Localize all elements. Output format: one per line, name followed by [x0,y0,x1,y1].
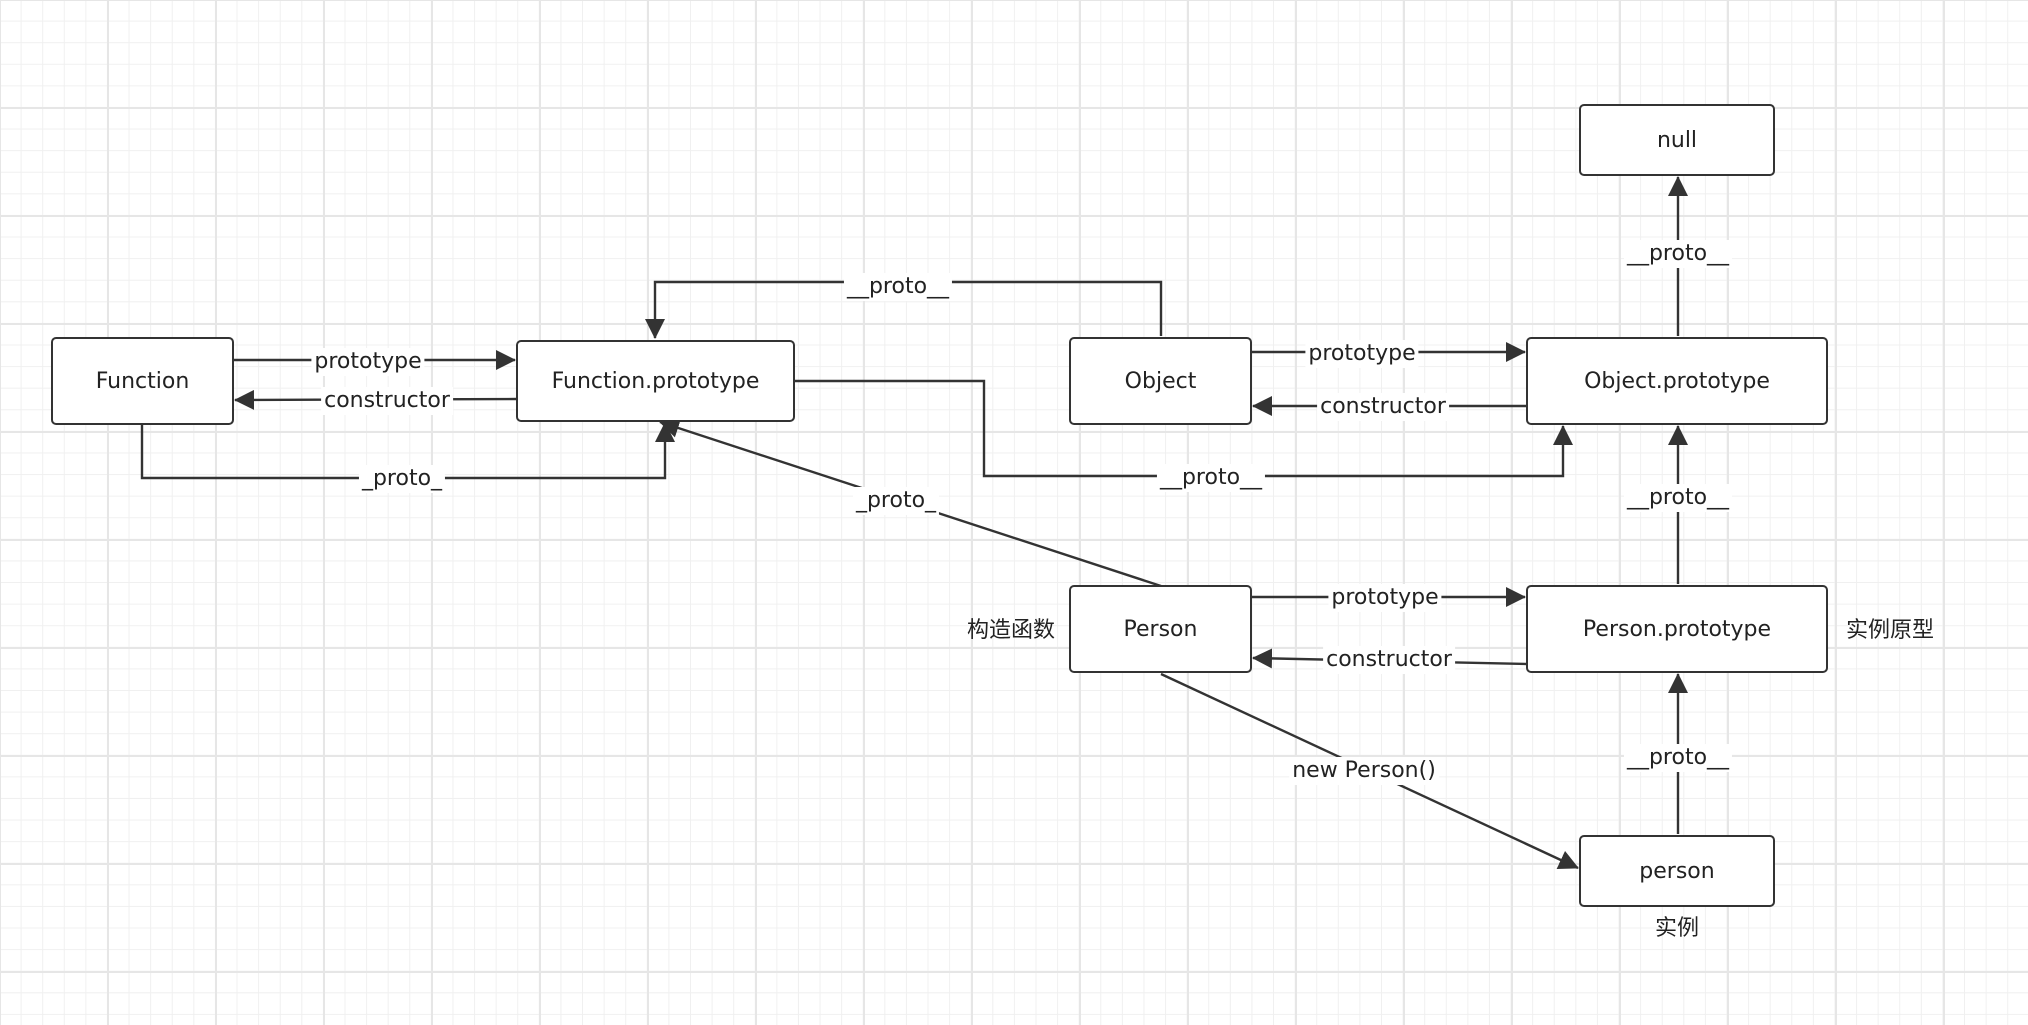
node-null[interactable]: null [1579,104,1775,176]
label-object-proto: __proto__ [843,273,953,301]
label-function-proto: _proto_ [358,465,446,493]
label-person-fn-proto: _proto_ [852,487,940,515]
label-person-prototype-proto: __proto__ [1623,484,1733,512]
annotation-instance-prototype: 实例原型 [1845,618,1935,643]
label-function-constructor: constructor [321,387,453,415]
label-function-prototype: prototype [311,348,425,376]
annotation-constructor-fn: 构造函数 [966,618,1056,643]
node-person-instance[interactable]: person [1579,835,1775,907]
label-person-prototype: prototype [1328,584,1442,612]
node-object[interactable]: Object [1069,337,1252,425]
label-new-person: new Person() [1289,757,1439,785]
label-object-constructor: constructor [1317,393,1449,421]
node-function-prototype[interactable]: Function.prototype [516,340,795,422]
annotation-instance: 实例 [1654,916,1700,941]
node-person[interactable]: Person [1069,585,1252,673]
node-object-prototype[interactable]: Object.prototype [1526,337,1828,425]
label-function-prototype-proto: __proto__ [1156,464,1266,492]
label-person-constructor: constructor [1323,646,1455,674]
label-object-prototype-proto: __proto__ [1623,240,1733,268]
node-function[interactable]: Function [51,337,234,425]
label-instance-proto: __proto__ [1623,744,1733,772]
label-object-prototype: prototype [1305,340,1419,368]
node-person-prototype[interactable]: Person.prototype [1526,585,1828,673]
edge-function-prototype-proto [794,379,1573,478]
